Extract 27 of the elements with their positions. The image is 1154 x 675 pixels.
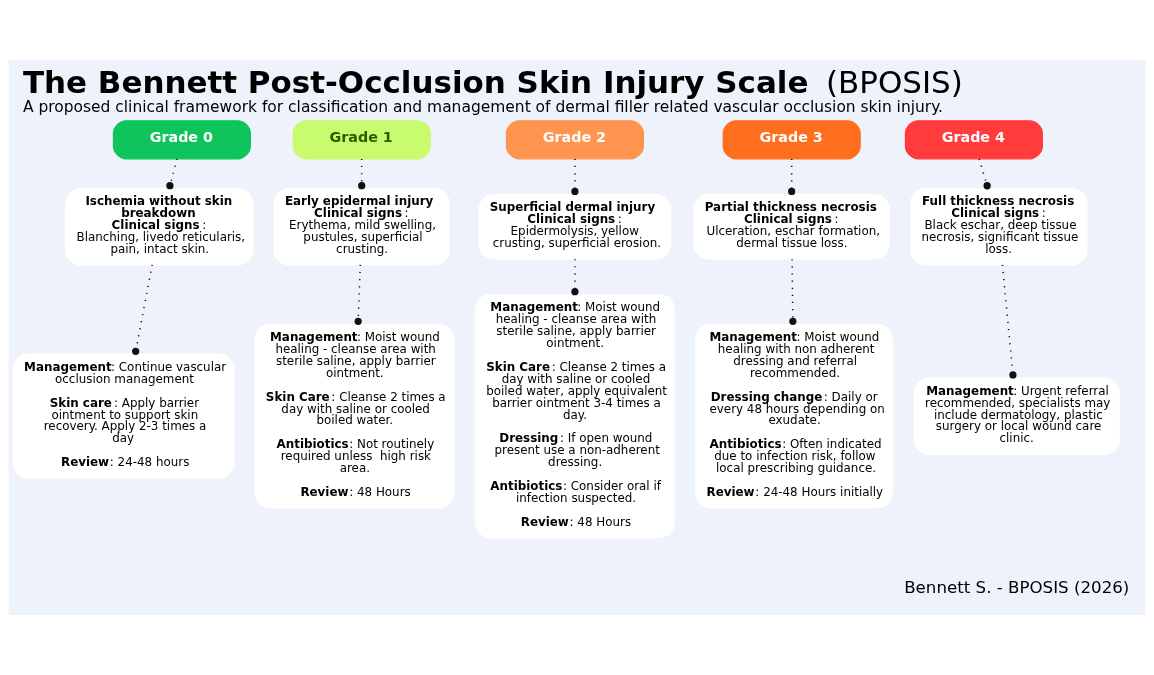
- connector: [166, 158, 178, 190]
- diagram-title: The Bennett Post-Occlusion Skin Injury Scale (BPOSIS): [22, 64, 963, 101]
- connector: [1001, 264, 1017, 379]
- connector: [978, 158, 991, 190]
- connector: [789, 258, 797, 325]
- connector: [358, 158, 366, 190]
- node-box: Management: Continue vascular occlusion management Skin care: Apply barrier ointment to support skin recovery. Apply 2-3 times a day Review: 24-48 hours: [12, 353, 235, 479]
- connector: [571, 158, 579, 196]
- node-box: Management: Moist wound healing with non adherent dressing and referral recommended. Dressing change: Daily or every 48 hours depending on exudate. Antibiotics: Often indicated due to infection risk, follow local prescribing guidance. Review: 24-48 Hours initially: [695, 323, 893, 509]
- node-box: Superficial dermal injury Clinical signs: Epidermolysis, yellow crusting, superficial erosion.: [478, 194, 672, 260]
- connector: [132, 264, 153, 355]
- node-box: Partial thickness necrosis Clinical signs: Ulceration, eschar formation, dermal tissue loss.: [693, 194, 890, 260]
- label: Bennett S. - BPOSIS (2026): [904, 578, 1130, 598]
- connector: [571, 258, 579, 296]
- node-box: Grade 0: [112, 120, 251, 160]
- node-box: Grade 3: [722, 120, 861, 160]
- node-box: Grade 4: [904, 120, 1043, 160]
- node-box: Ischemia without skin breakdown Clinical signs: Blanching, livedo reticularis, pain, intact skin.: [65, 188, 254, 266]
- node-box: Management: Urgent referral recommended, specialists may include dermatology, plastic surgery or local wound care clinic.: [913, 377, 1120, 455]
- node-box: Full thickness necrosis Clinical signs: Black eschar, deep tissue necrosis, significant tissue loss.: [910, 188, 1088, 266]
- node-box: Management: Moist wound healing - cleanse area with sterile saline, apply barrier ointment. Skin Care: Cleanse 2 times a day with saline or cooled boiled water. Antibiotics: Not routinely required unless high risk area. Review: 48 Hours: [254, 323, 455, 509]
- connector: [354, 264, 362, 325]
- node-box: Early epidermal injury Clinical signs: Erythema, mild swelling, pustules, superficial crusting.: [273, 188, 450, 266]
- node-box: Grade 2: [505, 120, 644, 160]
- node-box: Management: Moist wound healing - cleanse area with sterile saline, apply barrier ointment. Skin Care: Cleanse 2 times a day with saline or cooled boiled water, apply equivalent barrier ointment 3-4 times a day. Dressing: If open wound present use a non-adherent dressing. Antibiotics: Consider oral if infection suspected. Review: 48 Hours: [474, 294, 675, 539]
- node-box: Grade 1: [292, 120, 431, 160]
- connector: [788, 158, 796, 196]
